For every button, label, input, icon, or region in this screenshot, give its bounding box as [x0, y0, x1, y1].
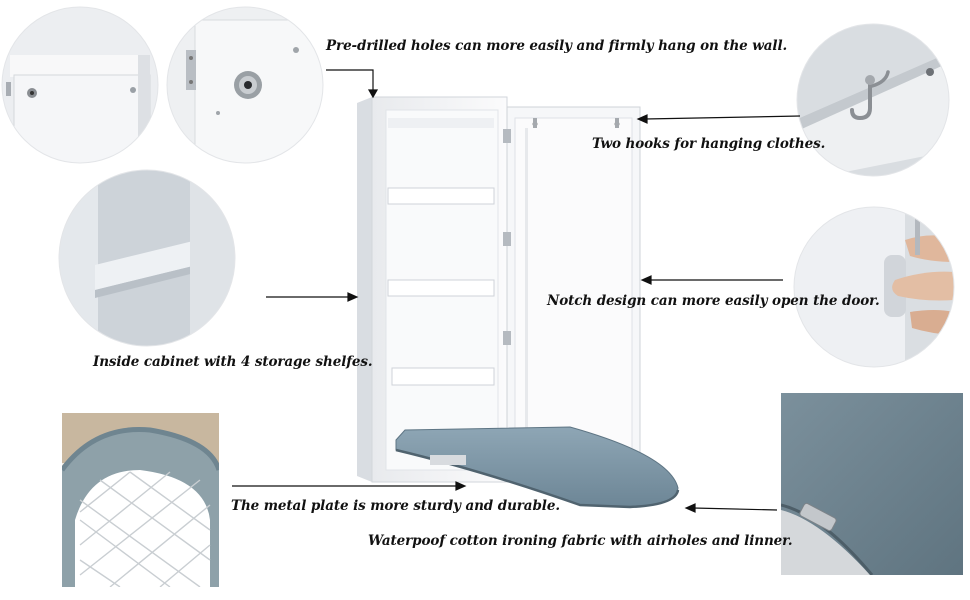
caption-fabric: Waterpoof cotton ironing fabric with air…: [368, 533, 793, 549]
caption-notch: Notch design can more easily open the do…: [547, 293, 880, 309]
arrow-hooks: [636, 114, 801, 124]
photo-fabric: [781, 393, 963, 575]
photo-metal-plate: [62, 413, 219, 587]
caption-pre-drilled: Pre-drilled holes can more easily and fi…: [326, 38, 788, 54]
cabinet-product: [357, 96, 680, 509]
arrow-pre-drilled: [326, 69, 379, 99]
arrow-inside-cabinet: [266, 292, 359, 302]
photo-notch: [794, 207, 954, 367]
ironing-board: [395, 426, 680, 509]
photo-cabinet-back-border: [1, 6, 159, 164]
photo-hook: [797, 24, 949, 176]
cabinet-shelves: [387, 118, 495, 386]
arrow-fabric: [684, 503, 778, 513]
arrow-metal-plate: [232, 481, 467, 491]
caption-metal-plate: The metal plate is more sturdy and durab…: [231, 498, 560, 514]
arrow-notch: [640, 275, 783, 285]
caption-two-hooks: Two hooks for hanging clothes.: [592, 136, 826, 152]
photo-drilled-hole: [167, 7, 323, 163]
photo-cabinet-back: [2, 7, 158, 163]
caption-inside-cabinet: Inside cabinet with 4 storage shelfes.: [93, 354, 373, 370]
